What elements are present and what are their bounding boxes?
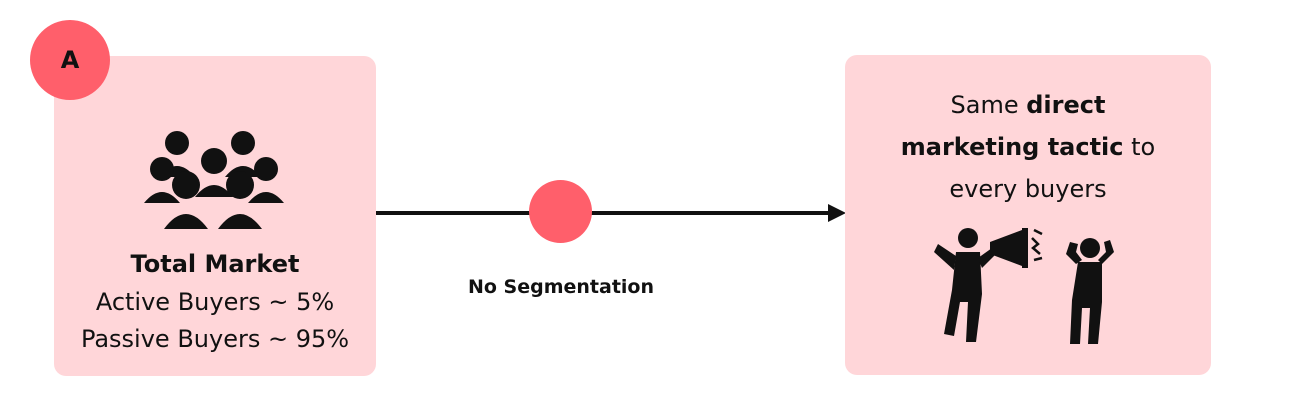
people-group-icon — [144, 131, 284, 229]
megaphone-shouting-icon — [934, 228, 1114, 344]
tactic-text-bold2: marketing tactic — [900, 133, 1124, 161]
tactic-text: Same direct marketing tactic to every bu… — [845, 84, 1211, 210]
total-market-title: Total Market — [130, 250, 300, 278]
tactic-card — [845, 55, 1211, 375]
total-market-card — [54, 56, 376, 376]
tactic-text-pre: Same — [950, 91, 1027, 119]
connector-line — [376, 211, 834, 215]
tactic-text-bold1: direct — [1026, 91, 1106, 119]
no-segmentation-label: No Segmentation — [467, 276, 655, 298]
passive-buyers-text: Passive Buyers ~ 95% — [80, 325, 350, 353]
arrowhead — [828, 204, 846, 222]
connector-dot — [529, 180, 592, 243]
step-badge: A — [30, 20, 110, 100]
tactic-text-line3: every buyers — [949, 175, 1107, 203]
active-buyers-text: Active Buyers ~ 5% — [95, 288, 335, 316]
tactic-text-post: to — [1123, 133, 1156, 161]
